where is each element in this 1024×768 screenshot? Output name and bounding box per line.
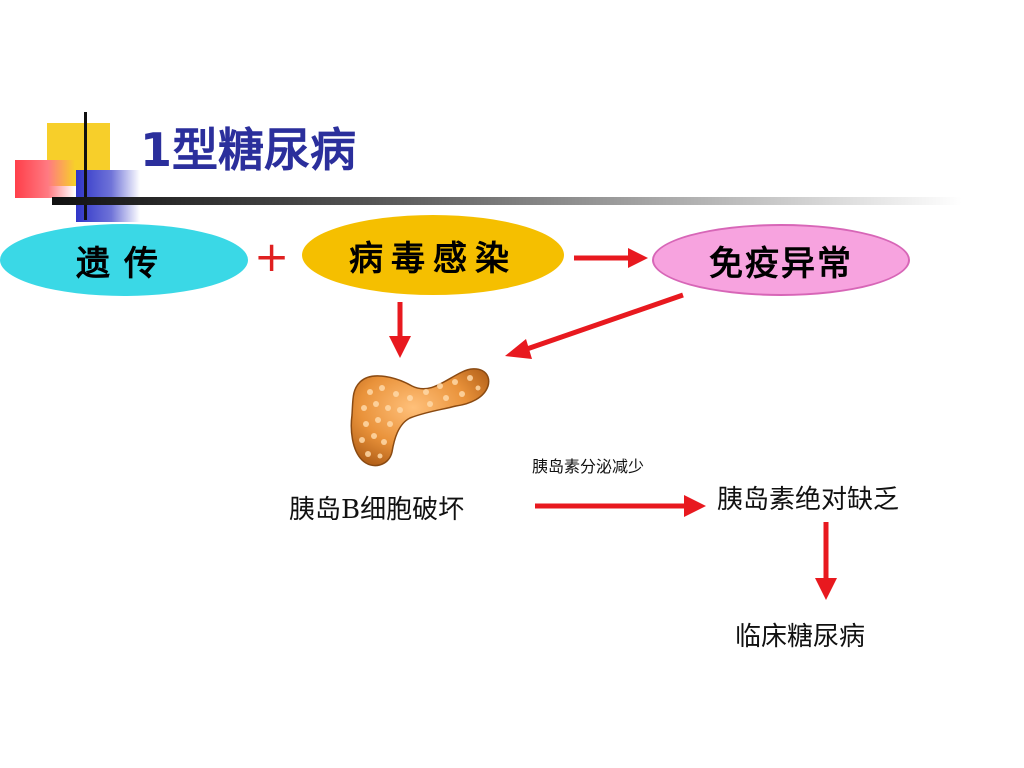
beta-cell-destruction-label: 胰岛B细胞破坏 [289, 495, 465, 525]
immune-abnormality-label: 免疫异常 [709, 243, 853, 284]
title-underline [52, 197, 962, 205]
absolute-insulin-deficiency-label: 胰岛素绝对缺乏 [717, 485, 900, 515]
insulin-secretion-decrease-label: 胰岛素分泌减少 [532, 457, 645, 476]
viral-infection-label: 病毒感染 [349, 238, 517, 279]
viral-infection-node: 病毒感染 [302, 215, 564, 295]
arrow-immune-to-pancreas [505, 292, 684, 359]
genetics-label: 遗传 [76, 243, 172, 284]
immune-abnormality-node: 免疫异常 [652, 224, 910, 296]
plus-sign: + [254, 232, 290, 281]
arrow-deficiency-to-diabetes [815, 522, 837, 600]
arrow-virus-to-pancreas [389, 302, 411, 358]
arrow-virus-to-immune [574, 248, 648, 268]
decor-vertical-line [84, 112, 87, 220]
genetics-node: 遗传 [0, 224, 248, 296]
pancreas-illustration [350, 368, 490, 467]
arrow-destruction-to-deficiency [535, 495, 706, 517]
clinical-diabetes-label: 临床糖尿病 [735, 622, 866, 652]
slide-title: 1型糖尿病 [140, 123, 357, 177]
decor-red-block [15, 160, 75, 198]
